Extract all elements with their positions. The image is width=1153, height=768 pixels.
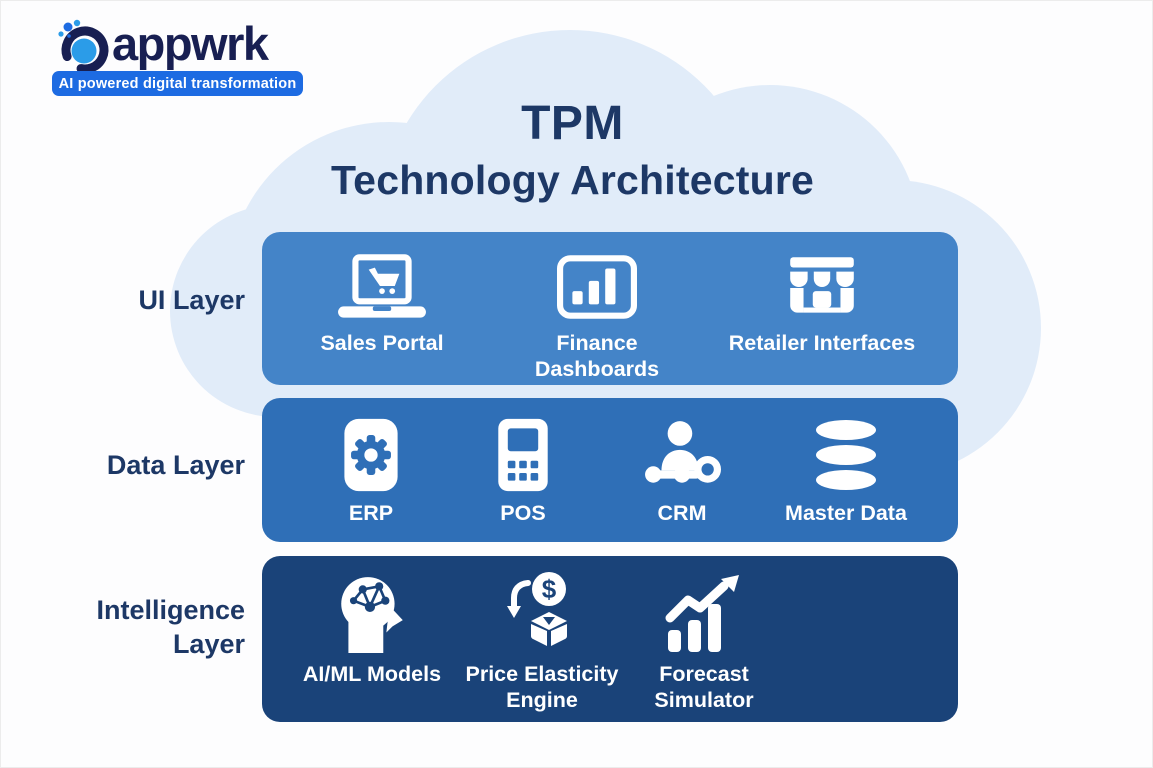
item-label: ERP bbox=[348, 501, 394, 525]
forecast-simulator-item: Forecast Simulator bbox=[637, 570, 771, 713]
item-label: Master Data bbox=[785, 501, 907, 525]
crm-item: CRM bbox=[622, 415, 742, 526]
item-label: Forecast Simulator bbox=[654, 662, 754, 713]
data-layer-band: ERP POS bbox=[262, 398, 958, 542]
item-label: Sales Portal bbox=[320, 331, 444, 355]
finance-dashboards-item: Finance Dashboards bbox=[517, 249, 677, 382]
erp-item: ERP bbox=[311, 415, 431, 526]
price-elasticity-icon: $ bbox=[502, 570, 582, 656]
appwrk-logo-mark-icon bbox=[58, 19, 109, 74]
item-label: POS bbox=[500, 501, 546, 525]
data-layer-label: Data Layer bbox=[106, 450, 245, 480]
title-line2: Technology Architecture bbox=[330, 157, 814, 203]
title-line1: TPM bbox=[521, 97, 624, 150]
brand-tagline: AI powered digital transformation bbox=[52, 71, 303, 96]
pos-item: POS bbox=[463, 415, 583, 526]
item-label: CRM bbox=[657, 501, 707, 525]
item-label: Retailer Interfaces bbox=[728, 331, 916, 355]
ui-layer-label: UI Layer bbox=[138, 285, 245, 315]
laptop-cart-icon bbox=[336, 249, 428, 325]
item-label: Finance Dashboards bbox=[534, 331, 660, 382]
gear-icon bbox=[340, 415, 402, 495]
intelligence-layer-label: Intelligence Layer bbox=[96, 595, 245, 659]
head-network-icon bbox=[338, 570, 406, 656]
bar-chart-icon bbox=[557, 249, 637, 325]
pos-terminal-icon bbox=[494, 415, 552, 495]
retailer-interfaces-item: Retailer Interfaces bbox=[697, 249, 947, 356]
intelligence-layer-band: AI/ML Models $ Price Elasticity Engine bbox=[262, 556, 958, 722]
price-elasticity-engine-item: $ Price Elasticity Engine bbox=[455, 570, 629, 713]
page-title: TPM Technology Architecture bbox=[0, 96, 1145, 204]
person-network-icon bbox=[643, 415, 721, 495]
master-data-item: Master Data bbox=[781, 415, 911, 526]
brand-name: appwrk bbox=[112, 17, 269, 70]
forecast-trend-icon bbox=[664, 570, 744, 656]
svg-text:$: $ bbox=[542, 574, 557, 604]
item-label: AI/ML Models bbox=[302, 662, 442, 686]
sales-portal-item: Sales Portal bbox=[292, 249, 472, 356]
ui-layer-band: Sales Portal Finance Dashboards bbox=[262, 232, 958, 385]
storefront-icon bbox=[782, 249, 862, 325]
database-icon bbox=[811, 415, 881, 495]
ai-ml-models-item: AI/ML Models bbox=[291, 570, 453, 687]
item-label: Price Elasticity Engine bbox=[465, 662, 619, 713]
